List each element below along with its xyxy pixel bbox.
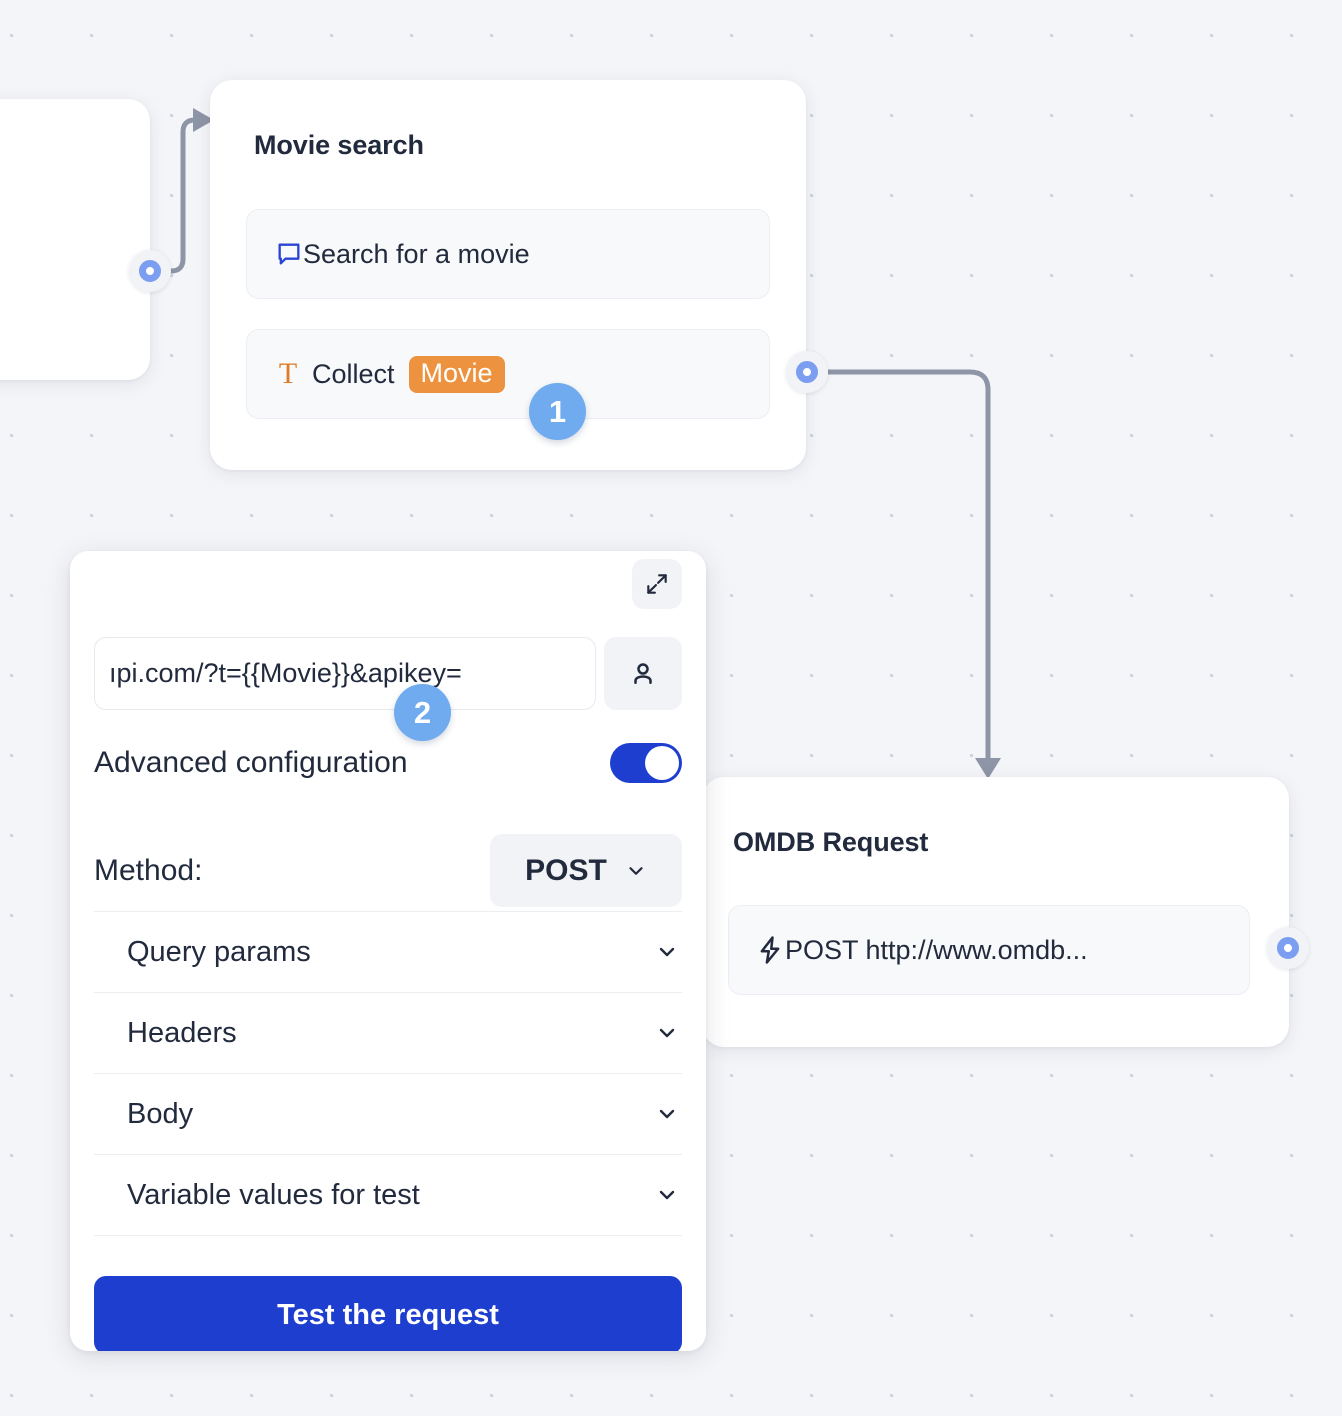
port-omdb-request-output[interactable]: [1267, 927, 1309, 969]
port-partial-node-output[interactable]: [129, 250, 171, 292]
edge-movie-to-omdb: [828, 369, 991, 758]
method-select-dropdown[interactable]: POST: [490, 834, 682, 907]
method-row: Method: POST: [94, 834, 682, 907]
accordion-label: Headers: [127, 1016, 237, 1049]
lightning-bolt-icon: [755, 935, 785, 965]
method-select-value: POST: [525, 853, 607, 887]
accordion-item-body[interactable]: Body: [94, 1074, 682, 1155]
node-row-search-label: Search for a movie: [303, 238, 530, 269]
request-config-panel[interactable]: Advanced configuration Method: POST Quer…: [70, 551, 706, 1351]
partial-node-card[interactable]: [0, 99, 150, 380]
node-row-collect-movie[interactable]: T Collect Movie: [246, 329, 770, 419]
node-row-collect-label: Collect: [312, 358, 395, 389]
advanced-configuration-toggle[interactable]: [610, 743, 682, 783]
chevron-down-icon: [655, 1021, 679, 1045]
accordion-label: Variable values for test: [127, 1178, 420, 1211]
speech-bubble-icon: [275, 240, 303, 268]
node-movie-search-title: Movie search: [254, 130, 424, 160]
accordion-label: Query params: [127, 935, 311, 968]
chevron-down-icon: [625, 860, 647, 882]
chevron-down-icon: [655, 1183, 679, 1207]
edge-partial-to-movie: [163, 117, 196, 274]
accordion-item-query-params[interactable]: Query params: [94, 912, 682, 993]
url-row: [94, 637, 682, 710]
node-row-post-label: POST http://www.omdb...: [785, 934, 1088, 965]
node-omdb-request[interactable]: OMDB Request POST http://www.omdb...: [702, 777, 1289, 1047]
node-omdb-request-title: OMDB Request: [733, 827, 929, 857]
expand-diagonal-icon[interactable]: [632, 559, 682, 609]
node-movie-search[interactable]: Movie search Search for a movie T Collec…: [210, 80, 806, 470]
node-row-post-request[interactable]: POST http://www.omdb...: [728, 905, 1250, 995]
person-icon[interactable]: [604, 637, 682, 710]
accordion-item-variable-values-for-test[interactable]: Variable values for test: [94, 1155, 682, 1236]
request-url-input[interactable]: [94, 637, 596, 710]
advanced-configuration-label: Advanced configuration: [94, 746, 408, 779]
node-row-search-for-a-movie[interactable]: Search for a movie: [246, 209, 770, 299]
step-badge-1: 1: [529, 383, 586, 440]
edge-arrow-omdb: [975, 758, 1001, 779]
variable-chip-movie[interactable]: Movie: [408, 355, 505, 393]
test-the-request-button[interactable]: Test the request: [94, 1276, 682, 1351]
advanced-configuration-row: Advanced configuration: [94, 743, 682, 783]
accordion-label: Body: [127, 1097, 194, 1130]
chevron-down-icon: [655, 940, 679, 964]
config-accordion: Query params Headers Body: [94, 911, 682, 1236]
chevron-down-icon: [655, 1102, 679, 1126]
text-t-icon: T: [278, 357, 298, 390]
port-movie-search-output[interactable]: [786, 351, 828, 393]
method-label: Method:: [94, 853, 203, 887]
accordion-item-headers[interactable]: Headers: [94, 993, 682, 1074]
step-badge-2: 2: [394, 684, 451, 741]
